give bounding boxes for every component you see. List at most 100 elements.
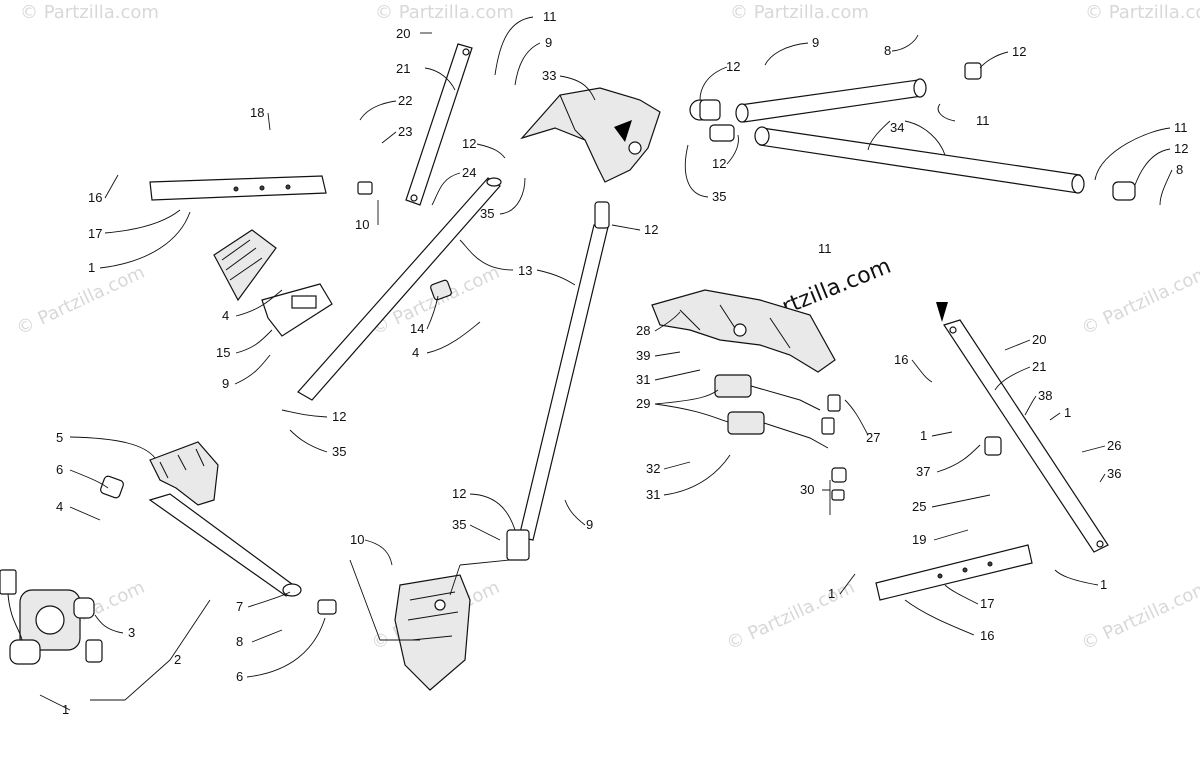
callout-number: 9 [812,35,819,50]
callout-number: 8 [884,43,891,58]
module-15 [213,229,333,337]
bracket-28 [651,289,836,373]
callout-number: 20 [396,26,410,41]
watermark-text: © Partzilla.com [1078,262,1200,340]
callout-number: 13 [518,263,532,278]
callout-number: 12 [726,59,740,74]
bracket-21-left [405,43,473,206]
callout-number: 20 [1032,332,1046,347]
callout-number: 31 [636,372,650,387]
callout-number: 33 [542,68,556,83]
callout-number: 35 [332,444,346,459]
callout-number: 17 [980,596,994,611]
part-drawings [0,43,1136,691]
callout-number: 39 [636,348,650,363]
callout-number: 27 [866,430,880,445]
callouts: 11 20 9 21 33 22 23 18 12 24 16 17 10 35… [56,9,1188,717]
callout-number: 18 [250,105,264,120]
callout-number: 16 [894,352,908,367]
bracket-21-right [936,302,1109,553]
callout-number: 6 [56,462,63,477]
callout-number: 28 [636,323,650,338]
part-30 [831,467,847,501]
callout-number: 32 [646,461,660,476]
callout-number: 1 [62,702,69,717]
callout-number: 30 [800,482,814,497]
callout-number: 19 [912,532,926,547]
callout-number: 29 [636,396,650,411]
callout-number: 2 [174,652,181,667]
callout-number: 12 [644,222,658,237]
callout-number: 35 [452,517,466,532]
callout-number: 1 [88,260,95,275]
callout-number: 9 [222,376,229,391]
callout-number: 11 [543,9,557,24]
callout-number: 24 [462,165,476,180]
callout-number: 1 [1100,577,1107,592]
callout-number: 10 [350,532,364,547]
callout-number: 1 [920,428,927,443]
callout-number: 38 [1038,388,1052,403]
callout-number: 4 [412,345,419,360]
watermark-text: © Partzilla.com [20,2,159,23]
callout-number: 4 [56,499,63,514]
callout-number: 6 [236,669,243,684]
callout-number: 11 [818,241,832,256]
callout-number: 36 [1107,466,1121,481]
callout-number: 31 [646,487,660,502]
callout-number: 9 [586,517,593,532]
watermark-text: © Partzilla.com [723,577,858,655]
callout-number: 22 [398,93,412,108]
callout-number: 11 [976,113,990,128]
callout-number: 12 [712,156,726,171]
callout-number: 4 [222,308,229,323]
callout-number: 25 [912,499,926,514]
tube-13-center [506,201,610,561]
callout-number: 12 [452,486,466,501]
callout-number: 14 [410,321,424,336]
callout-number: 17 [88,226,102,241]
callout-number: 11 [1174,120,1188,135]
callout-number: 21 [396,61,410,76]
actuator-3 [0,569,103,665]
tube-34-upper [689,78,927,123]
callout-number: 26 [1107,438,1121,453]
callout-number: 34 [890,120,904,135]
callout-number: 21 [1032,359,1046,374]
watermark-text: © Partzilla.com [1085,2,1200,23]
callout-number: 35 [712,189,726,204]
callout-number: 12 [1174,141,1188,156]
watermark-text: © Partzilla.com [375,2,514,23]
callout-number: 5 [56,430,63,445]
tube-34-lower [709,62,1136,201]
plate-17-right [875,544,1033,601]
callout-number: 9 [545,35,552,50]
coils-29 [714,374,841,449]
bracket-5 [100,441,337,615]
bracket-33 [520,87,661,183]
watermark-text: © Partzilla.com [1078,577,1200,655]
clip-14 [430,279,452,301]
callout-number: 7 [236,599,243,614]
callout-number: 1 [1064,405,1071,420]
watermark-text: © Partzilla.com [13,262,148,340]
callout-number: 16 [88,190,102,205]
leader-lines [39,16,1173,711]
callout-number: 37 [916,464,930,479]
callout-number: 12 [462,136,476,151]
callout-number: 12 [1012,44,1026,59]
callout-number: 8 [236,634,243,649]
callout-number: 8 [1176,162,1183,177]
callout-number: 10 [355,217,369,232]
plate-17-left [149,175,373,201]
callout-number: 15 [216,345,230,360]
watermark-text: © Partzilla.com [730,2,869,23]
callout-number: 23 [398,124,412,139]
callout-number: 12 [332,409,346,424]
engine-block [394,574,471,691]
callout-number: 35 [480,206,494,221]
callout-number: 1 [828,586,835,601]
callout-number: 3 [128,625,135,640]
callout-number: 16 [980,628,994,643]
